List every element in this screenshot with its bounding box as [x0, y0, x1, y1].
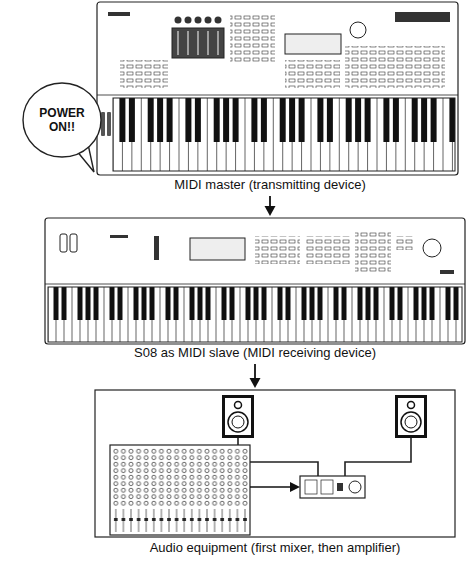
arrowhead [265, 206, 276, 216]
device-node: S08 as MIDI slave (MIDI receiving device… [45, 216, 465, 364]
s08-keyboard [45, 218, 465, 344]
amplifier [300, 476, 365, 498]
arrowhead [250, 378, 261, 388]
device-caption: MIDI master (transmitting device) [85, 177, 455, 192]
signal-arrowhead [290, 482, 300, 492]
arrow-line [269, 196, 271, 207]
speaker [395, 395, 427, 438]
device-node: MIDI master (transmitting device) [85, 0, 455, 196]
device-node: Audio equipment (first mixer, then ampli… [90, 388, 460, 559]
signal-arrow [250, 486, 291, 488]
device-caption: S08 as MIDI slave (MIDI receiving device… [45, 345, 465, 360]
arrow-line [254, 364, 256, 379]
flow-arrow [265, 196, 276, 216]
flow-arrow [250, 364, 261, 388]
speaker-cable [238, 438, 411, 476]
bubble-text: POWER ON!! [34, 106, 90, 134]
speaker [222, 395, 254, 438]
speech-bubble: POWER ON!! [22, 80, 102, 160]
audio-equipment [95, 390, 455, 537]
master-keyboard [97, 2, 458, 175]
device-caption: Audio equipment (first mixer, then ampli… [90, 540, 460, 555]
mixer [110, 445, 250, 535]
